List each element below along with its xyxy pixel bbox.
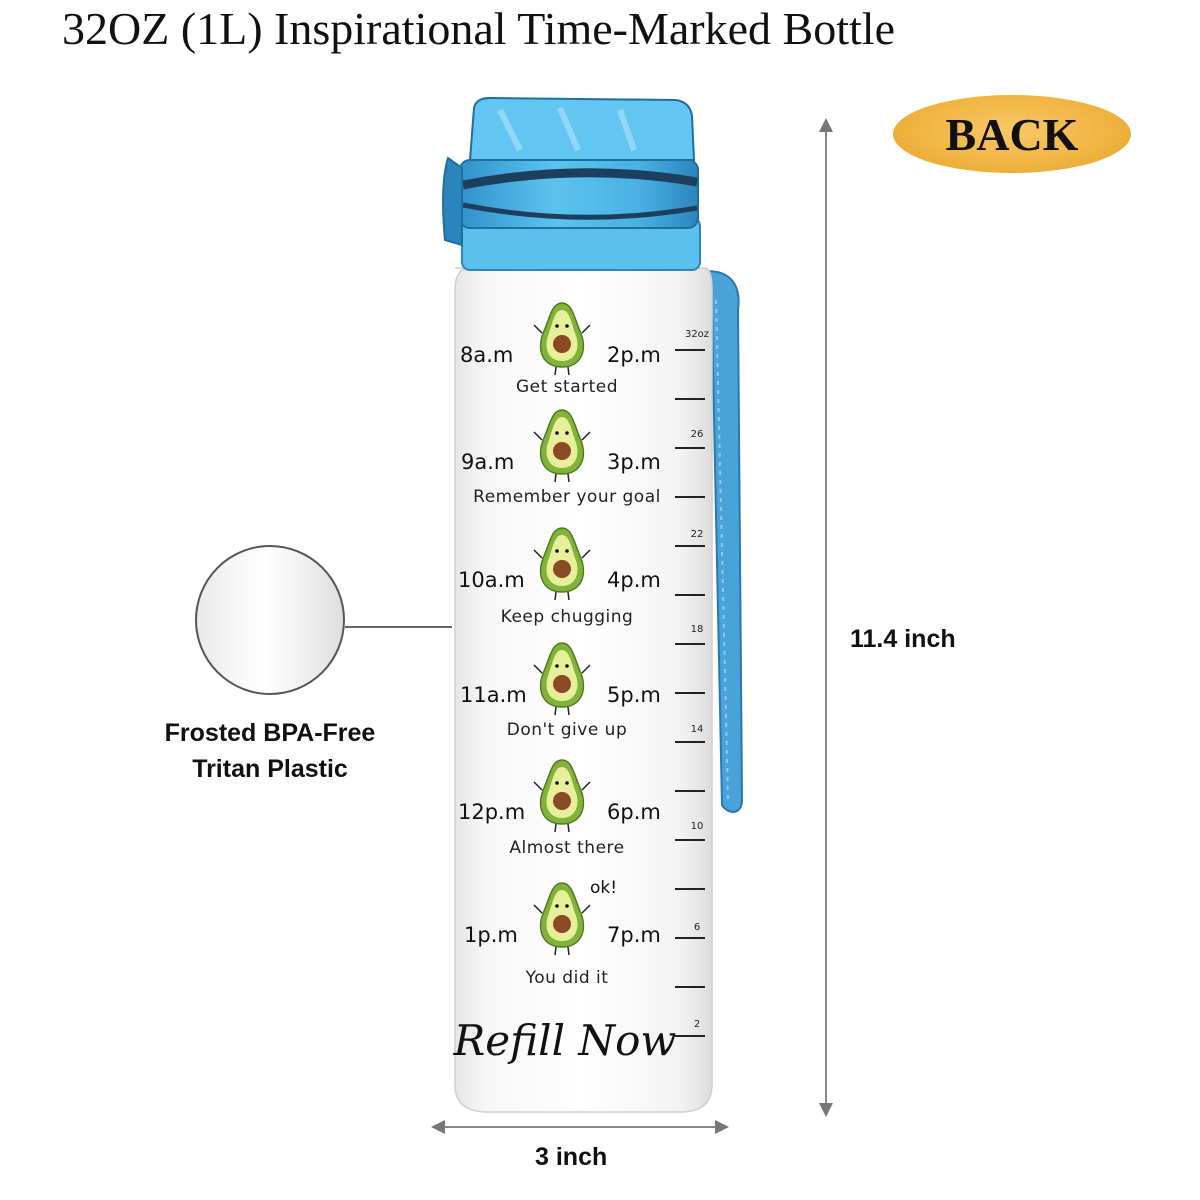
volume-scale: 32oz 26 22 18 14 10 6 2 xyxy=(675,329,709,1037)
scale-label: 6 xyxy=(694,922,700,933)
time-left: 1p.m xyxy=(464,923,518,947)
time-left: 11a.m xyxy=(460,683,527,707)
time-left: 12p.m xyxy=(458,800,525,824)
time-left: 10a.m xyxy=(458,568,525,592)
avocado-icon xyxy=(533,409,591,483)
motivation-message: Don't give up xyxy=(507,720,628,740)
time-right: 7p.m xyxy=(607,923,661,947)
scale-label: 14 xyxy=(691,724,704,735)
motivation-message: Remember your goal xyxy=(473,487,661,507)
time-right: 4p.m xyxy=(607,568,661,592)
time-left: 9a.m xyxy=(461,450,514,474)
bottle-lid xyxy=(442,96,701,271)
ok-text: ok! xyxy=(590,878,617,898)
avocado-icon xyxy=(533,302,591,376)
scale-label: 26 xyxy=(691,429,704,440)
motivation-message: Get started xyxy=(516,377,618,397)
width-label: 3 inch xyxy=(535,1143,608,1171)
material-label: Frosted BPA-Free Tritan Plastic xyxy=(140,715,400,787)
avocado-icon xyxy=(533,882,591,956)
scale-label: 32oz xyxy=(685,329,709,340)
motivation-message: Keep chugging xyxy=(501,607,634,627)
material-label-line2: Tritan Plastic xyxy=(192,755,348,783)
scale-label: 2 xyxy=(694,1019,700,1030)
motivation-message: You did it xyxy=(525,968,609,988)
height-label: 11.4 inch xyxy=(850,625,956,653)
avocado-icon xyxy=(533,642,591,716)
time-right: 5p.m xyxy=(607,683,661,707)
time-right: 2p.m xyxy=(607,343,661,367)
page-title: 32OZ (1L) Inspirational Time-Marked Bott… xyxy=(62,3,895,54)
time-left: 8a.m xyxy=(460,343,513,367)
avocado-icon xyxy=(533,759,591,833)
scale-label: 22 xyxy=(691,529,704,540)
scale-label: 18 xyxy=(691,624,704,635)
scale-label: 10 xyxy=(691,821,704,832)
time-right: 3p.m xyxy=(607,450,661,474)
back-badge: BACK xyxy=(893,95,1131,173)
motivation-message: Almost there xyxy=(509,838,624,858)
material-swatch xyxy=(195,545,345,695)
material-label-line1: Frosted BPA-Free xyxy=(164,719,376,747)
refill-now-text: Refill Now xyxy=(453,1016,677,1065)
avocado-icon xyxy=(533,527,591,601)
time-right: 6p.m xyxy=(607,800,661,824)
